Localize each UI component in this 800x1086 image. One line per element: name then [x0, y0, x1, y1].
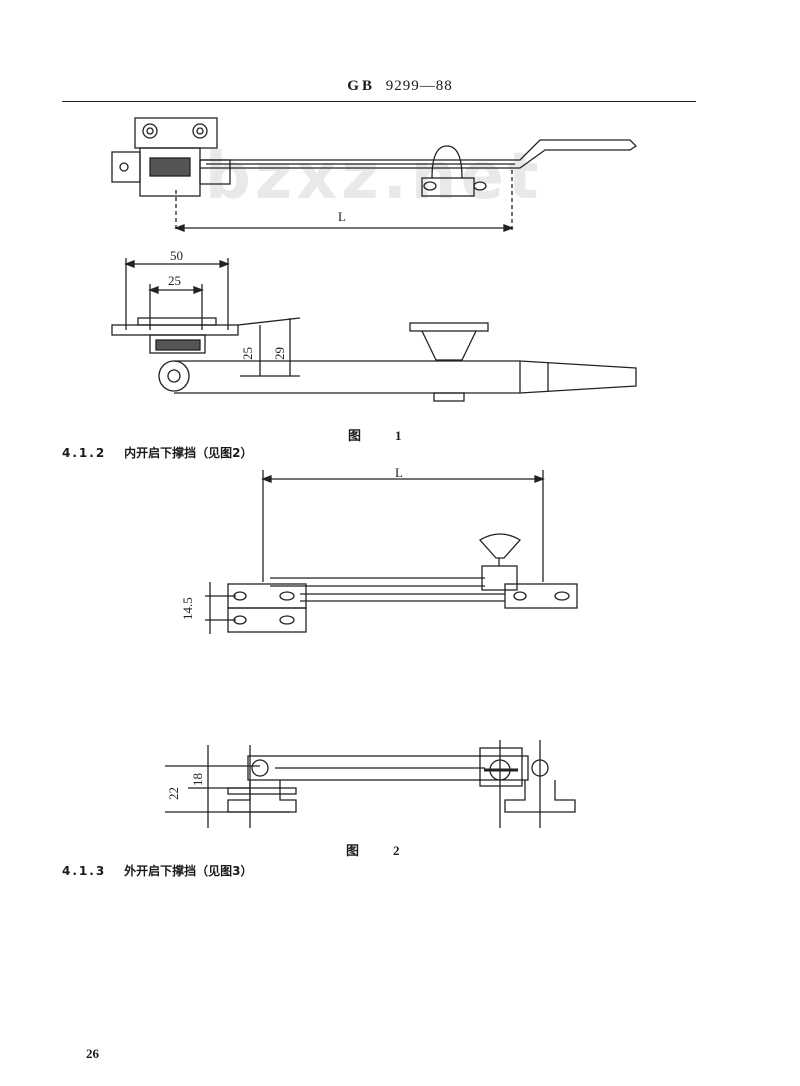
- fig1-dim-L: L: [338, 209, 346, 224]
- section-title: 外开启下撑挡（见图3）: [124, 864, 253, 878]
- figure1-side-view: [111, 258, 637, 402]
- figure2-caption-label: 图: [346, 844, 360, 859]
- document-header: GB 9299—88: [0, 78, 800, 95]
- figure1-top-view: [111, 117, 638, 232]
- figure2-caption-number: 2: [393, 843, 400, 858]
- section-4-1-2: 4.1.2 内开启下撑挡（见图2）: [62, 444, 253, 461]
- section-number: 4.1.2: [62, 446, 107, 460]
- figure2-plan-view: [205, 470, 578, 634]
- fig1-dim-50: 50: [170, 248, 183, 263]
- fig2-dim-18: 18: [190, 773, 205, 786]
- fig1-dim-29: 29: [272, 347, 287, 360]
- page-number: 26: [86, 1046, 99, 1061]
- fig2-dim-L: L: [395, 465, 403, 480]
- figure2-side-view: [165, 740, 576, 828]
- watermark: bzxz.net: [205, 140, 543, 214]
- fig2-dim-22: 22: [166, 787, 181, 800]
- figure1-caption-label: 图: [348, 429, 362, 444]
- fig2-dim-14-5: 14.5: [180, 597, 195, 620]
- section-number: 4.1.3: [62, 864, 107, 878]
- section-4-1-3: 4.1.3 外开启下撑挡（见图3）: [62, 862, 253, 879]
- figure1-caption-number: 1: [395, 428, 402, 443]
- fig1-dim-25-side: 25: [240, 347, 255, 360]
- standard-number: 9299—88: [385, 78, 453, 94]
- header-rule: [62, 101, 696, 102]
- standard-code: GB: [347, 78, 375, 94]
- fig1-dim-25-top: 25: [168, 273, 181, 288]
- section-title: 内开启下撑挡（见图2）: [124, 446, 253, 460]
